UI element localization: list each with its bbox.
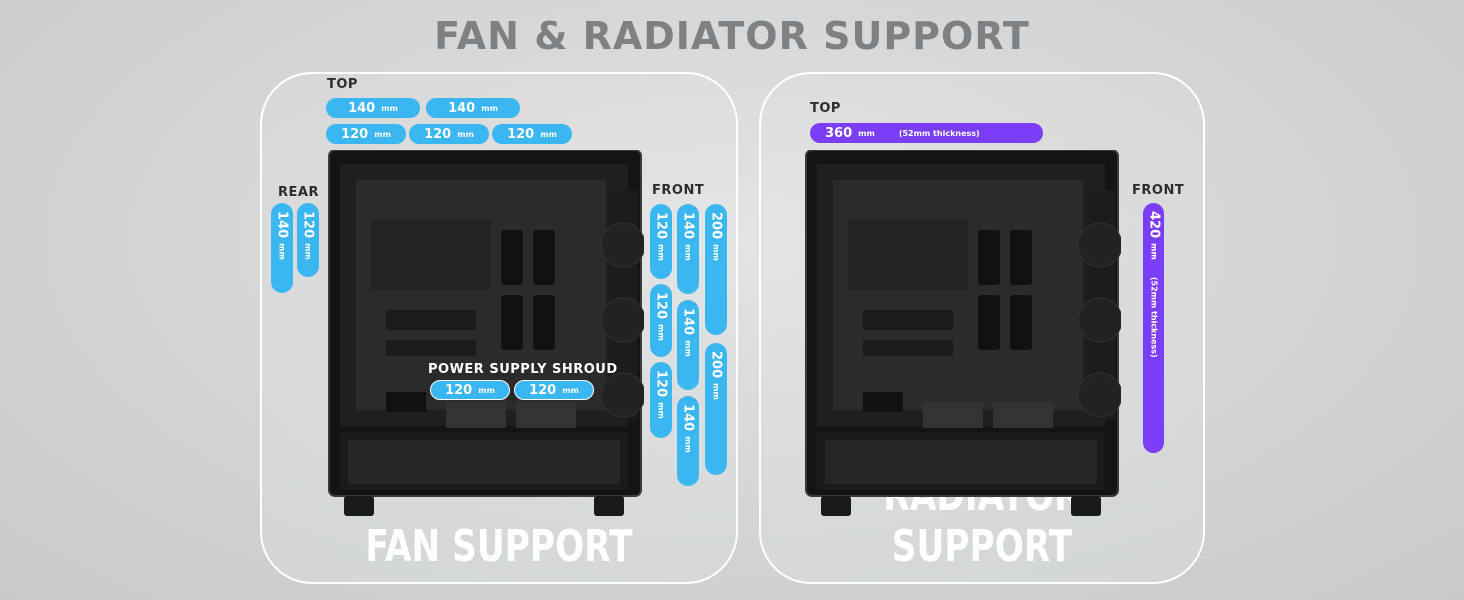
fan-top-label: TOP — [327, 77, 358, 92]
pc-case-image-radiator — [805, 150, 1121, 516]
fan-support-label: FAN SUPPORT — [365, 521, 633, 572]
pc-case-image-fan — [328, 150, 644, 516]
radiator-front-label: FRONT — [1132, 183, 1185, 198]
page-title: FAN & RADIATOR SUPPORT — [434, 14, 1030, 58]
fan-front-label: FRONT — [652, 183, 705, 198]
radiator-top-label: TOP — [810, 101, 841, 116]
power-supply-shroud-label: POWER SUPPLY SHROUD — [428, 362, 618, 377]
fan-rear-label: REAR — [278, 185, 319, 200]
